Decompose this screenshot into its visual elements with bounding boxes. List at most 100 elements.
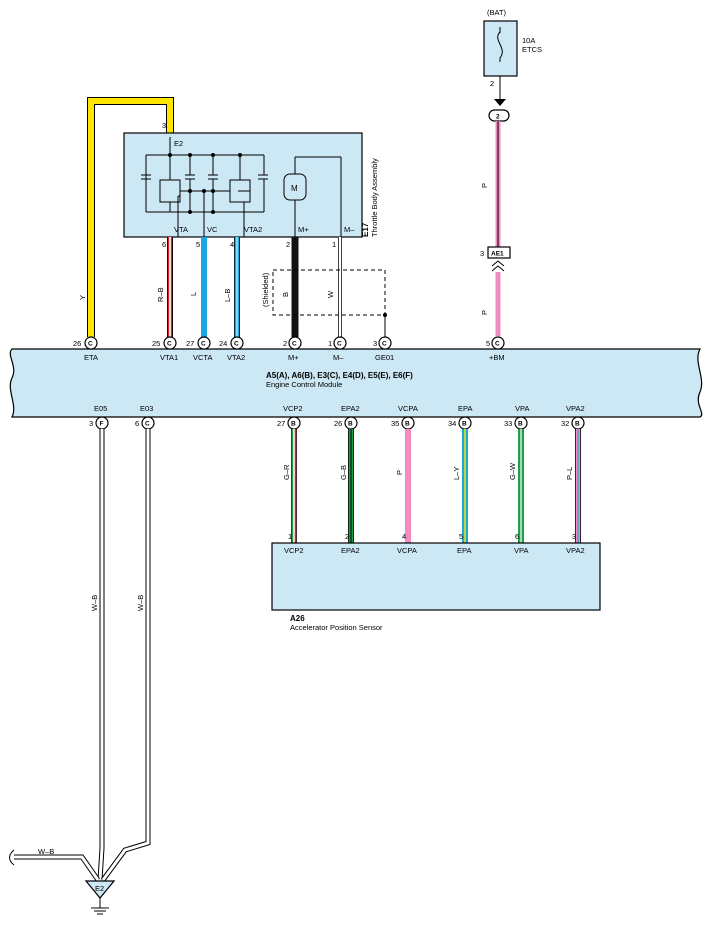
throttle-term-vta: VTA	[174, 225, 188, 234]
ecm-top-num-1: 26	[73, 339, 81, 348]
sensor-pin-3: 3	[572, 532, 576, 541]
throttle-term-vc: VC	[207, 225, 218, 234]
sensor-term-epa: EPA	[457, 546, 471, 555]
ecm-bot-conn-2: C	[145, 421, 150, 428]
shield-box	[272, 269, 386, 316]
ae1-connector	[487, 246, 511, 259]
ecm-top-label-mminus: M–	[333, 353, 344, 362]
ecm-top-conn-7: C	[382, 341, 387, 348]
connector-arrow-icon	[494, 99, 506, 106]
fuse-pin: 2	[490, 79, 494, 88]
ecm-bot-num-4: 26	[334, 419, 342, 428]
ecm-bot-conn-3: B	[291, 421, 296, 428]
sensor-pin-4: 4	[402, 532, 406, 541]
wire-label-y: Y	[78, 295, 87, 300]
sensor-term-vpa2: VPA2	[566, 546, 585, 555]
ecm-bottom-pins	[95, 416, 585, 430]
ecm-bot-num-2: 6	[135, 419, 139, 428]
ecm-bot-label-vcp2: VCP2	[283, 404, 303, 413]
throttle-pin-6: 6	[162, 240, 166, 249]
ecm-bot-conn-7: B	[518, 421, 523, 428]
ecm-bot-conn-1: F	[100, 421, 104, 428]
ecm-bot-label-epa: EPA	[458, 404, 472, 413]
ecm-bot-label-vcpa: VCPA	[398, 404, 418, 413]
ecm-bot-num-6: 34	[448, 419, 456, 428]
ecm-top-conn-4: C	[234, 341, 239, 348]
wire-wb-left	[9, 849, 101, 882]
junction-pin-number: 2	[496, 114, 500, 121]
ecm-top-conn-3: C	[201, 341, 206, 348]
ecm-top-label-ge01: GE01	[375, 353, 394, 362]
shield-label: (Shielded)	[261, 272, 270, 307]
wire-label-p-upper: P	[480, 183, 489, 188]
wire-label-gr: G–R	[282, 464, 291, 480]
ecm-top-label-mplus: M+	[288, 353, 299, 362]
fuse-name: ETCS	[522, 45, 542, 54]
wire-label-ly: L–Y	[452, 467, 461, 480]
ecm-bot-conn-4: B	[348, 421, 353, 428]
ecm-top-conn-2: C	[167, 341, 172, 348]
ecm-bot-conn-5: B	[405, 421, 410, 428]
ecm-top-num-5: 2	[283, 339, 287, 348]
ecm-bot-label-e05: E05	[94, 404, 107, 413]
ecm-top-num-3: 27	[186, 339, 194, 348]
ecm-bot-num-7: 33	[504, 419, 512, 428]
sensor-code: A26	[290, 614, 305, 623]
wire-label-rb: R–B	[156, 287, 165, 302]
wire-label-pl: P–L	[565, 467, 574, 480]
sensor-term-epa2: EPA2	[341, 546, 360, 555]
ecm-top-num-4: 24	[219, 339, 227, 348]
ecm-top-pins	[84, 336, 505, 350]
throttle-pin-5: 5	[196, 240, 200, 249]
ecm-bot-label-vpa2: VPA2	[566, 404, 585, 413]
ecm-top-conn-8: C	[495, 341, 500, 348]
sensor-pin-5: 5	[459, 532, 463, 541]
throttle-name: Throttle Body Assembly	[370, 158, 379, 237]
ecm-bot-conn-6: B	[462, 421, 467, 428]
throttle-pin-2: 2	[286, 240, 290, 249]
wire-wb-e03	[100, 429, 151, 882]
sensor-pin-6: 6	[515, 532, 519, 541]
wire-label-w: W	[326, 290, 335, 298]
sensor-box	[271, 542, 601, 611]
ecm-bot-conn-8: B	[575, 421, 580, 428]
sensor-pin-1: 1	[288, 532, 292, 541]
ecm-bot-num-1: 3	[89, 419, 93, 428]
throttle-term-vta2: VTA2	[244, 225, 262, 234]
ecm-bot-label-e03: E03	[140, 404, 153, 413]
fuse-icon	[497, 31, 503, 62]
throttle-body-box	[123, 132, 363, 238]
motor-icon	[283, 156, 342, 237]
wire-label-l: L	[189, 292, 198, 296]
ecm-bot-num-8: 32	[561, 419, 569, 428]
throttle-pin-4: 4	[230, 240, 234, 249]
throttle-sensor-schematic	[141, 153, 268, 237]
ground-icon	[91, 898, 109, 915]
wire-label-lb: L–B	[223, 289, 232, 302]
ecm-bot-num-5: 35	[391, 419, 399, 428]
ae1-label: AE1	[491, 251, 504, 258]
wire-label-gw: G–W	[508, 462, 517, 480]
ecm-top-num-7: 3	[373, 339, 377, 348]
throttle-e2-pin: 3	[162, 121, 166, 130]
wire-wb-e05	[97, 429, 105, 881]
ecm-bot-num-3: 27	[277, 419, 285, 428]
ecm-bot-label-epa2: EPA2	[341, 404, 360, 413]
wire-label-wb1: W–B	[90, 595, 99, 611]
ecm-top-label-vcta: VCTA	[193, 353, 212, 362]
ecm-top-conn-1: C	[88, 341, 93, 348]
throttle-term-mplus: M+	[298, 225, 309, 234]
ecm-top-label-eta: ETA	[84, 353, 98, 362]
battery-label: (BAT)	[487, 8, 507, 17]
sensor-pin-2: 2	[345, 532, 349, 541]
ecm-top-conn-5: C	[292, 341, 297, 348]
wire-label-b: B	[281, 292, 290, 297]
sensor-term-vcpa: VCPA	[397, 546, 417, 555]
wire-label-p-sensor: P	[395, 470, 404, 475]
ecm-bot-label-vpa: VPA	[515, 404, 529, 413]
wire-rb	[167, 237, 173, 337]
ae1-pin: 3	[480, 249, 484, 258]
wire-label-wb2: W–B	[136, 595, 145, 611]
ecm-top-num-2: 25	[152, 339, 160, 348]
ground-label: E2	[95, 884, 104, 893]
